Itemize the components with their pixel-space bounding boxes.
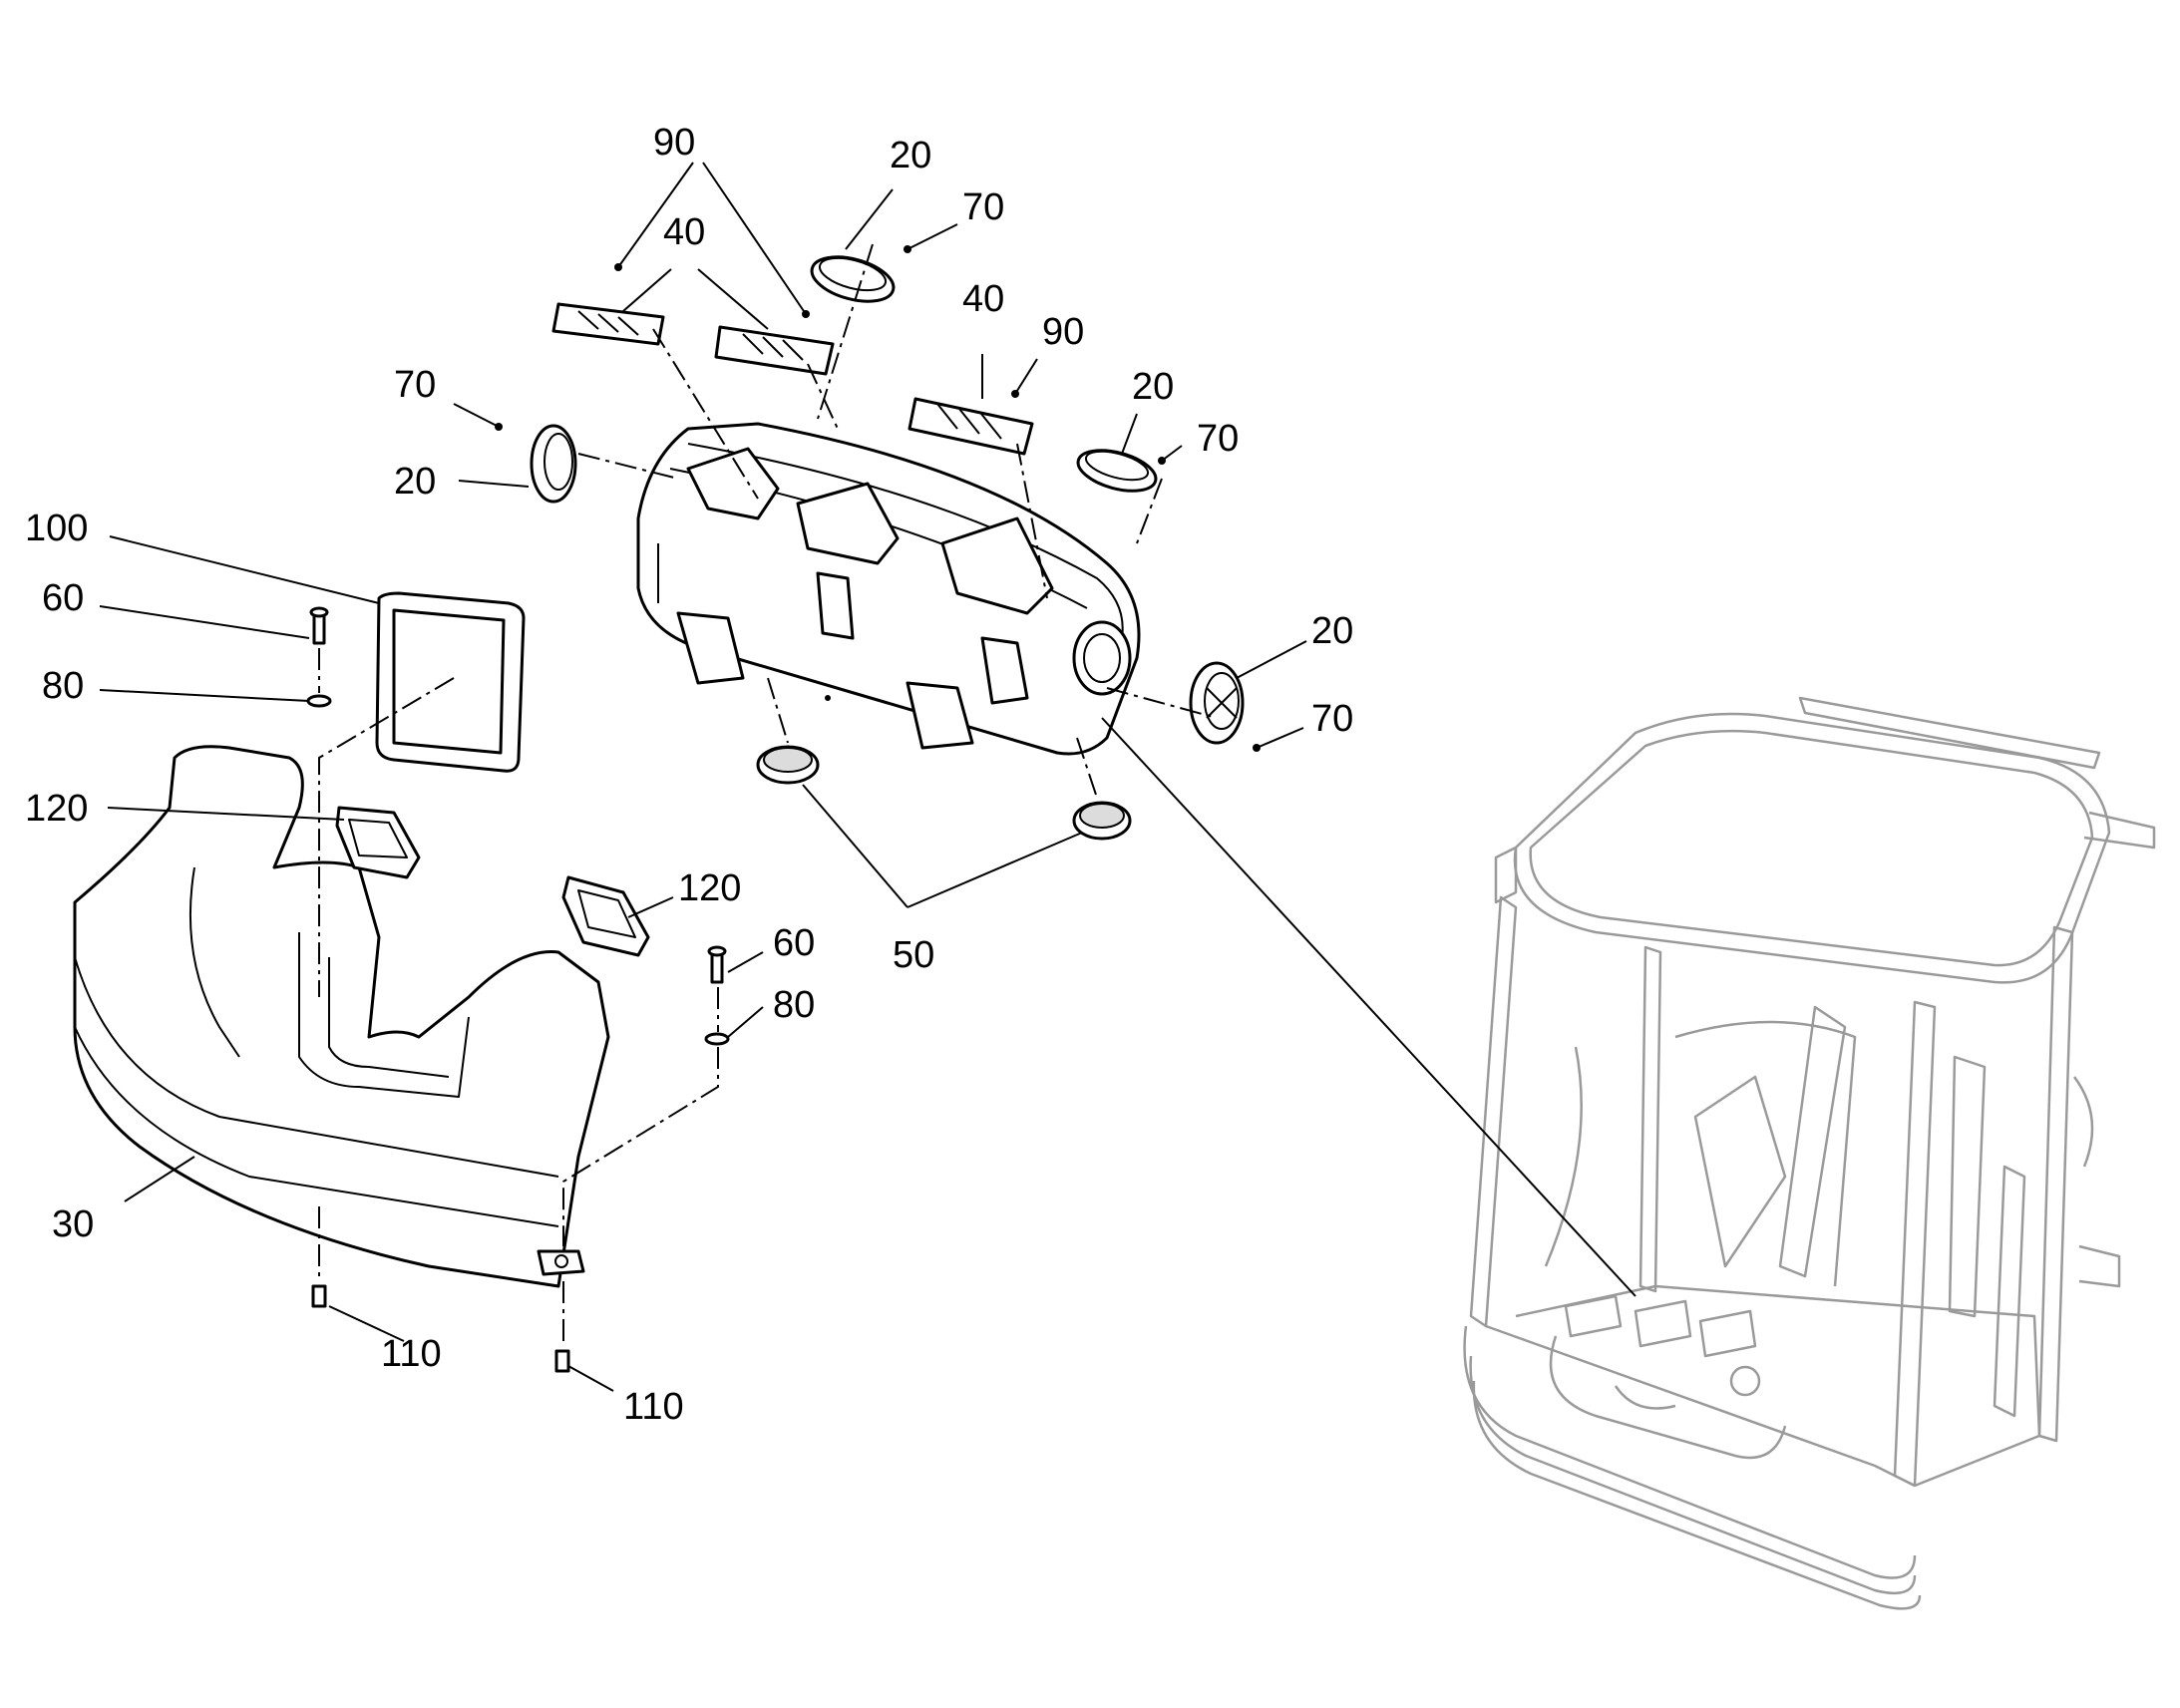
callout-110-right: 110 <box>623 1386 684 1428</box>
air-nozzle-20-top <box>810 255 896 303</box>
vent-grille-40-b <box>714 325 835 376</box>
assembly-lines <box>318 243 1218 1346</box>
air-nozzle-20-left <box>530 424 577 504</box>
leader-lines <box>99 162 1636 1392</box>
callout-20-left: 20 <box>394 461 436 503</box>
callout-100: 100 <box>25 508 88 549</box>
callout-70-right: 70 <box>1311 698 1353 740</box>
callout-labels: 90 20 70 40 40 90 70 20 20 70 100 60 80 … <box>25 122 1353 1428</box>
callout-120-left: 120 <box>25 788 88 830</box>
callout-20-right: 20 <box>1311 610 1353 652</box>
callout-90-top: 90 <box>653 122 695 164</box>
callout-20-top: 20 <box>890 135 931 176</box>
callout-120-right: 120 <box>678 867 741 909</box>
callout-40-right: 40 <box>962 278 1004 320</box>
dashboard-panel-30 <box>73 745 610 1288</box>
air-nozzle-20-mid <box>1076 449 1158 493</box>
screw-60-left <box>309 606 329 645</box>
gasket-120-right <box>561 875 650 957</box>
air-nozzle-20-right <box>1189 661 1245 745</box>
callout-90-right: 90 <box>1042 311 1084 353</box>
callout-50: 50 <box>893 934 934 976</box>
callout-80-right: 80 <box>773 984 815 1026</box>
plug-50-right <box>1072 801 1132 841</box>
nut-110-left <box>311 1284 327 1308</box>
callout-80-left: 80 <box>42 665 84 707</box>
washer-80-right <box>704 1032 730 1046</box>
callout-20-mid: 20 <box>1132 366 1174 408</box>
callout-70-top: 70 <box>962 186 1004 228</box>
cab-assembly <box>1463 696 2156 1610</box>
vent-grille-40-a <box>551 302 665 346</box>
screw-60-right <box>707 945 727 984</box>
plug-50-left <box>756 745 820 785</box>
air-duct-housing <box>636 422 1141 756</box>
vent-grille-40-c <box>908 397 1034 456</box>
frame-seal-100 <box>375 591 526 773</box>
callout-70-left: 70 <box>394 364 436 406</box>
washer-80-left <box>306 694 332 708</box>
nut-110-right <box>554 1349 570 1373</box>
callout-60-right: 60 <box>773 922 815 964</box>
callout-70-mid: 70 <box>1197 418 1239 460</box>
callout-60-left: 60 <box>42 577 84 619</box>
callout-30: 30 <box>52 1203 94 1245</box>
gasket-120-left <box>335 806 421 879</box>
callout-110-left: 110 <box>381 1333 442 1375</box>
callout-40-left: 40 <box>663 211 705 253</box>
